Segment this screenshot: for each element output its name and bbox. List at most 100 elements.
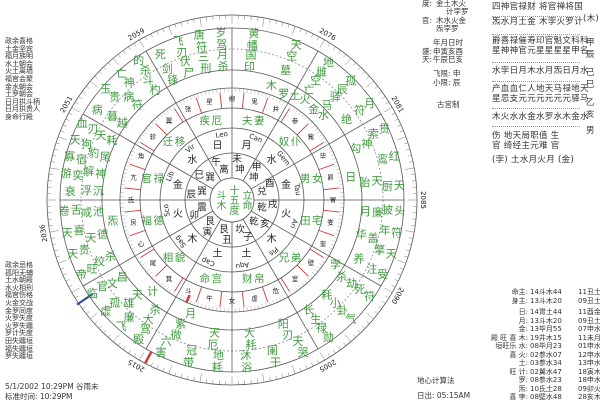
- outer-star-label: 勾: [350, 142, 361, 155]
- inner-tick: [335, 233, 339, 234]
- red-marker: [186, 295, 189, 302]
- center-mansion-label: 斗木: [214, 190, 225, 210]
- mansion-boundary: [323, 188, 339, 190]
- wave-divider: [492, 104, 580, 109]
- inner-tick: [326, 144, 329, 146]
- position-k: 金:: [470, 325, 530, 334]
- degree-tick: [157, 31, 159, 35]
- degree-tick: [408, 244, 412, 245]
- degree-tick: [103, 67, 106, 70]
- position-k: 喜 孛:: [470, 393, 530, 402]
- outer-star-label: 冠: [186, 344, 197, 357]
- degree-tick: [63, 274, 67, 276]
- degree-tick: [362, 326, 365, 329]
- degree-tick: [367, 76, 370, 79]
- degree-tick: [367, 313, 374, 319]
- branch-label: 戌: [268, 198, 278, 210]
- mansion-label: 轸: [150, 132, 157, 141]
- position-a: 08毕月23: [530, 342, 578, 351]
- outer-star-label: 天: [209, 326, 220, 339]
- auspicious-patterns-list: 政余喜格土金坚宾福月族明水土朝会火土离墙福官会聚金水朝会土罗朝会日月拱斗柄日月拱…: [5, 38, 40, 122]
- degree-tick: [345, 335, 351, 342]
- degree-tick: [404, 143, 408, 144]
- inner-tick: [166, 109, 168, 112]
- inner-tick: [190, 96, 191, 100]
- degree-tick: [206, 379, 207, 383]
- degree-tick: [200, 373, 202, 382]
- degree-tick: [187, 20, 188, 24]
- inner-tick: [310, 122, 313, 125]
- zodiac-sign: Aqu: [235, 260, 250, 270]
- degree-tick: [345, 58, 351, 65]
- degree-tick: [397, 274, 401, 276]
- degree-tick: [86, 311, 89, 313]
- year-label: 2059: [127, 27, 146, 43]
- house-system: 古宫制: [437, 101, 460, 109]
- degree-tick: [392, 285, 396, 287]
- outer-star-label: 符: [354, 104, 365, 117]
- degree-tick: [411, 174, 415, 175]
- degree-tick: [72, 288, 80, 293]
- position-b: 07申水07-: [578, 325, 600, 334]
- grid-row: 官 绮经主元难 官: [492, 139, 560, 151]
- position-a: 13斗木20: [530, 317, 578, 326]
- inner-tick: [326, 254, 329, 256]
- inner-tick: [335, 165, 339, 166]
- outer-star-label: 符: [132, 99, 143, 112]
- degree-tick: [52, 155, 56, 156]
- position-a: 10氐土28: [530, 385, 578, 394]
- position-b: 09卯火22+: [578, 385, 600, 394]
- outer-star-label: 天: [292, 335, 303, 348]
- outer-star-label: 绝: [341, 112, 352, 126]
- degree-tick: [375, 86, 378, 88]
- zodiac-sign: Gem: [275, 150, 292, 168]
- degree-tick: [108, 63, 111, 66]
- outer-star-label: 廉: [372, 205, 383, 219]
- trigram-label: 艮: [205, 216, 215, 227]
- position-b: 12申水07-: [578, 351, 600, 360]
- degree-tick: [317, 360, 319, 364]
- mansion-label: 觜: [308, 132, 315, 141]
- inner-tick: [292, 290, 294, 293]
- planet-positions-table: 命主:14斗木4411丑土02身主:13斗木2009丑土38日:14胃土4411…: [470, 288, 600, 402]
- mansion-boundary: [141, 143, 155, 152]
- inner-tick: [312, 272, 315, 275]
- outer-star-label: 带: [183, 356, 194, 369]
- degree-tick: [49, 174, 53, 175]
- side-label: 亥: [586, 108, 595, 120]
- inner-tick: [122, 177, 126, 178]
- degree-tick: [123, 346, 125, 349]
- inner-tick: [160, 114, 163, 117]
- mansion-label: 壁: [308, 258, 315, 267]
- position-k: 旺 计:: [470, 368, 530, 377]
- mansion-boundary: [281, 278, 290, 292]
- side-label: 辰: [586, 48, 595, 60]
- inner-tick: [157, 117, 160, 120]
- degree-tick: [69, 285, 73, 287]
- outer-star-label: 劫: [346, 277, 357, 290]
- degree-tick: [400, 268, 404, 269]
- outer-star-label: 锋: [167, 73, 178, 86]
- planet-罗: 罗: [278, 87, 289, 100]
- mansion-label: 房: [130, 217, 137, 226]
- outer-star-label: 干: [270, 356, 281, 369]
- degree-tick: [66, 119, 70, 121]
- degree-tick: [397, 137, 405, 140]
- trigram-label: 乾: [249, 215, 259, 227]
- mansion-boundary: [220, 93, 222, 109]
- outer-star-label: 紫: [175, 317, 186, 330]
- mansion-label: 胃: [330, 196, 337, 204]
- inner-tick: [121, 215, 125, 216]
- branch-label: 午: [211, 156, 221, 168]
- planet-木: 木: [266, 79, 277, 92]
- degree-tick: [300, 28, 301, 32]
- degree-tick: [113, 58, 119, 65]
- inner-tick: [279, 297, 281, 301]
- guan-value-2: 炁孛罗: [436, 25, 459, 33]
- palace-name: 夫: [242, 115, 253, 127]
- degree-tick: [276, 376, 277, 380]
- degree-tick: [311, 34, 313, 38]
- guan-label: 官:: [422, 17, 432, 25]
- inner-tick: [169, 290, 171, 293]
- grid-row: 星忌支元元元元元元驿马: [492, 92, 589, 104]
